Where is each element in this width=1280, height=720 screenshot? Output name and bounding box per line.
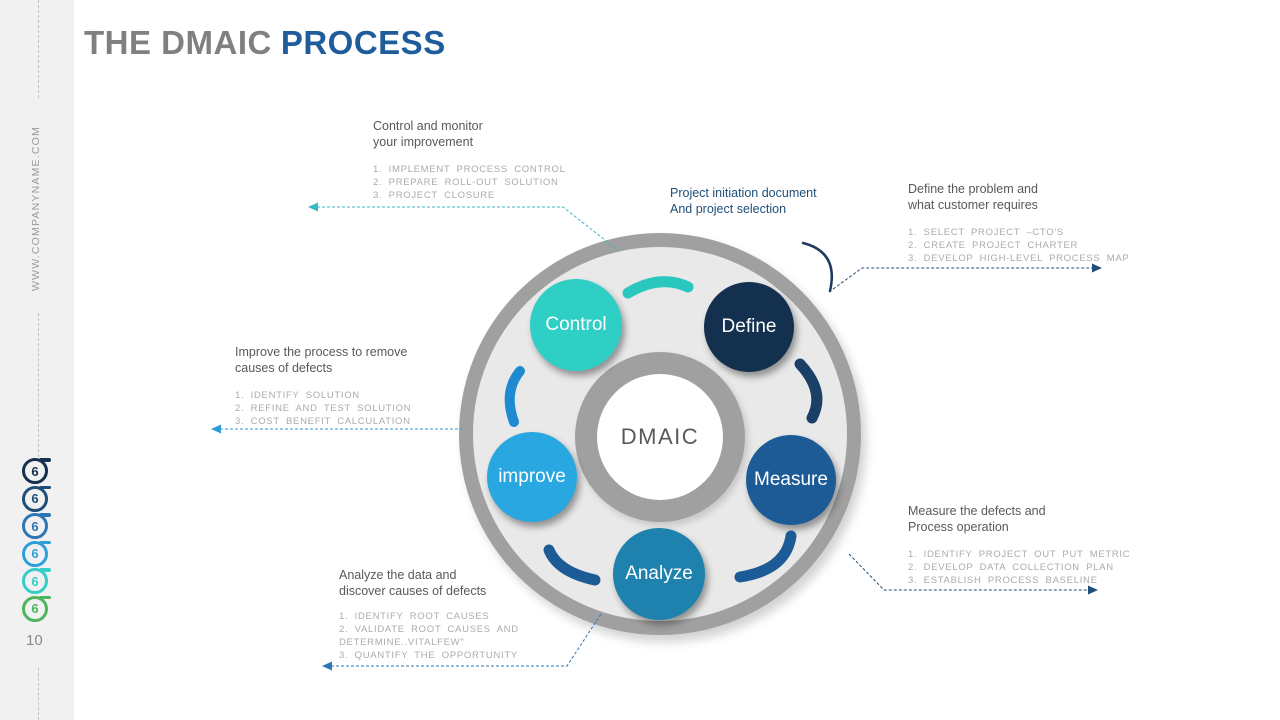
step-label-improve: improve (498, 466, 566, 487)
callout-analyze-item-1: 1. IDENTIFY ROOT CAUSES (339, 611, 490, 622)
callout-measure: Measure the defects and Process operatio… (908, 503, 1163, 587)
callout-improve-item-1: 1. IDENTIFY SOLUTION (235, 390, 360, 401)
callout-analyze-item-2: 2. VALIDATE ROOT CAUSES AND DETERMINE..V… (339, 624, 519, 648)
callout-control-heading: Control and monitor your improvement (373, 119, 483, 149)
callout-analyze-heading: Analyze the data and discover causes of … (339, 568, 487, 598)
logo-tail (39, 458, 51, 462)
step-circle-measure: Measure (746, 435, 836, 525)
logo-digit: 6 (22, 485, 48, 512)
logo-stack: 6 6 6 6 6 6 (22, 458, 52, 623)
six-sigma-logo-icon: 6 (22, 568, 52, 594)
callout-define-heading: Define the problem and what customer req… (908, 182, 1038, 212)
step-label-analyze: Analyze (625, 563, 693, 584)
six-sigma-logo-icon: 6 (22, 540, 52, 567)
sidebar-dashed-line-bottom (38, 668, 39, 720)
step-circle-define: Define (704, 282, 794, 372)
step-label-define: Define (721, 316, 777, 337)
callout-improve-item-3: 3. COST BENEFIT CALCULATION (235, 416, 411, 427)
company-website-text: WWW.COMPANYNAME.COM (30, 126, 42, 291)
callout-define: Define the problem and what customer req… (908, 181, 1158, 265)
callout-control-item-1: 1. IMPLEMENT PROCESS CONTROL (373, 164, 566, 175)
leader-arrowhead-analyze (322, 661, 332, 671)
leader-arrowhead-improve (211, 424, 221, 434)
callout-analyze-item-3: 3. QUANTIFY THE OPPORTUNITY (339, 650, 518, 661)
callout-improve-list: 1. IDENTIFY SOLUTION 2. REFINE AND TEST … (235, 389, 450, 428)
leader-line-control (317, 206, 620, 252)
callout-measure-list: 1. IDENTIFY PROJECT OUT PUT METRIC 2. DE… (908, 548, 1163, 587)
callout-improve: Improve the process to remove causes of … (235, 344, 450, 428)
callout-measure-heading: Measure the defects and Process operatio… (908, 504, 1046, 534)
project-initiation-note: Project initiation document And project … (670, 186, 817, 216)
callout-define-item-1: 1. SELECT PROJECT –CTO'S (908, 227, 1064, 238)
sidebar-dashed-line-middle (38, 313, 39, 457)
sidebar-dashed-line-top (38, 0, 39, 98)
callout-control: Control and monitor your improvement 1. … (373, 118, 578, 202)
step-label-control: Control (545, 314, 607, 335)
callout-measure-item-1: 1. IDENTIFY PROJECT OUT PUT METRIC (908, 549, 1131, 560)
callout-improve-item-2: 2. REFINE AND TEST SOLUTION (235, 403, 412, 414)
logo-digit: 6 (22, 513, 48, 539)
logo-digit: 6 (22, 458, 48, 484)
logo-tail (39, 513, 51, 517)
callout-control-item-3: 3. PROJECT CLOSURE (373, 190, 495, 201)
six-sigma-logo-icon: 6 (22, 513, 52, 539)
step-circle-improve: improve (487, 432, 577, 522)
callout-analyze-list: 1. IDENTIFY ROOT CAUSES 2. VALIDATE ROOT… (339, 610, 524, 662)
page-title-gray-part: THE DMAIC (84, 24, 272, 61)
leader-line-define (828, 267, 1093, 293)
callout-improve-heading: Improve the process to remove causes of … (235, 345, 408, 375)
step-label-measure: Measure (754, 469, 828, 490)
page-number: 10 (26, 632, 43, 649)
callout-control-item-2: 2. PREPARE ROLL-OUT SOLUTION (373, 177, 559, 188)
page-title-blue-part: PROCESS (280, 24, 446, 61)
leader-arrowhead-control (308, 202, 318, 212)
sidebar: WWW.COMPANYNAME.COM 6 6 6 6 6 6 10 (0, 0, 74, 720)
step-circle-control: Control (530, 279, 622, 371)
logo-digit: 6 (22, 540, 48, 567)
dmaic-center-label: DMAIC (620, 424, 700, 449)
callout-define-item-3: 3. DEVELOP HIGH-LEVEL PROCESS MAP (908, 253, 1130, 264)
callout-define-item-2: 2. CREATE PROJECT CHARTER (908, 240, 1079, 251)
six-sigma-logo-icon: 6 (22, 485, 52, 512)
callout-measure-item-2: 2. DEVELOP DATA COLLECTION PLAN (908, 562, 1114, 573)
callout-control-list: 1. IMPLEMENT PROCESS CONTROL 2. PREPARE … (373, 163, 578, 202)
dmaic-hub: DMAIC (597, 374, 723, 500)
callout-measure-item-3: 3. ESTABLISH PROCESS BASELINE (908, 575, 1098, 586)
logo-digit: 6 (22, 595, 48, 622)
arrow-project-note (801, 241, 834, 293)
logo-tail (39, 568, 51, 572)
six-sigma-logo-icon: 6 (22, 458, 52, 484)
logo-tail (39, 485, 51, 489)
logo-digit: 6 (22, 568, 48, 594)
step-circle-analyze: Analyze (613, 528, 705, 620)
logo-tail (39, 540, 51, 544)
logo-tail (39, 595, 51, 599)
six-sigma-logo-icon: 6 (22, 595, 52, 622)
callout-analyze: Analyze the data and discover causes of … (339, 567, 524, 662)
callout-define-list: 1. SELECT PROJECT –CTO'S 2. CREATE PROJE… (908, 226, 1158, 265)
